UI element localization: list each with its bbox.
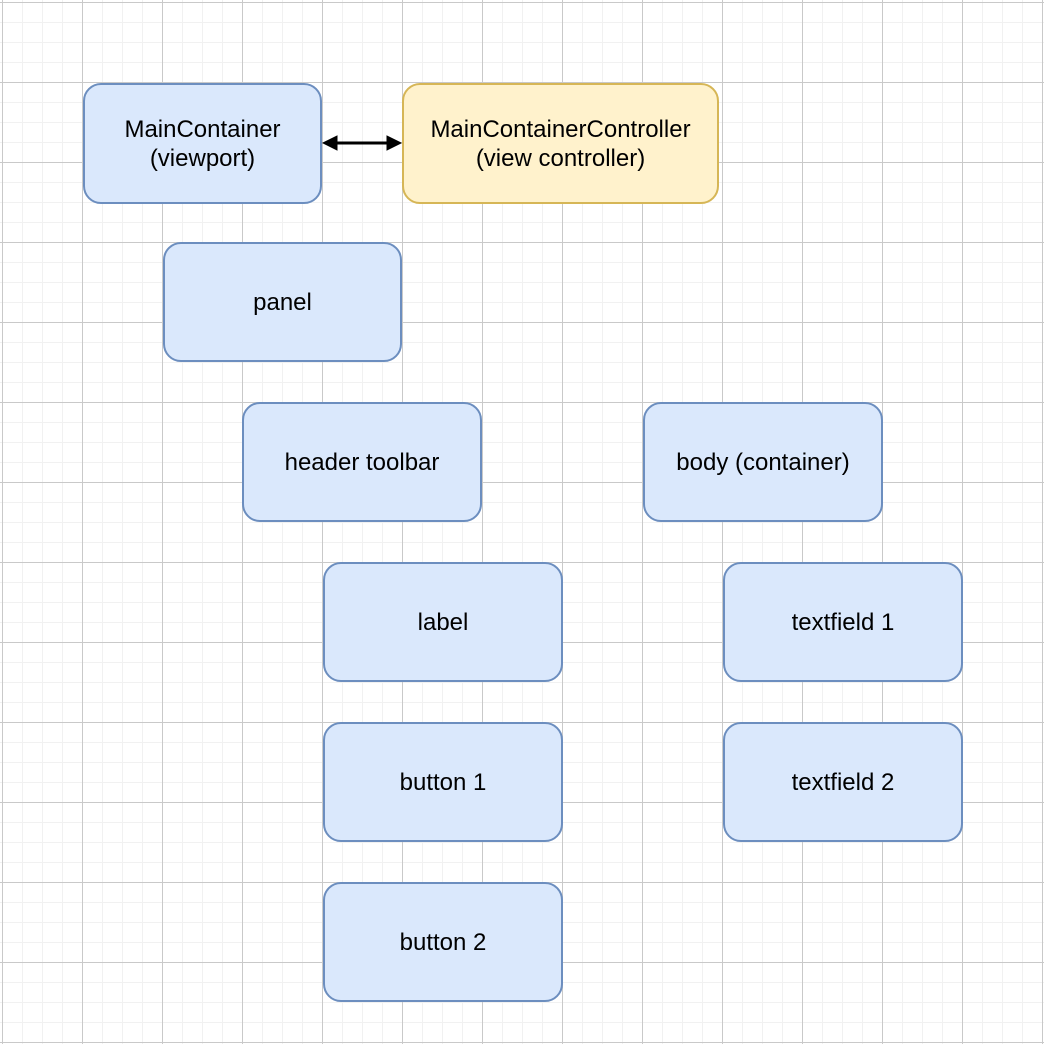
node-label: MainContainer (124, 115, 281, 143)
node-label[interactable]: label (323, 562, 563, 682)
node-main-container-controller[interactable]: MainContainerController (view controller… (402, 83, 719, 204)
node-label: label (417, 608, 469, 636)
node-textfield-2[interactable]: textfield 2 (723, 722, 963, 842)
node-label: button 1 (399, 768, 487, 796)
bidirectional-arrow-edge[interactable] (322, 129, 404, 157)
node-button-1[interactable]: button 1 (323, 722, 563, 842)
node-label: textfield 2 (791, 768, 895, 796)
node-sublabel: (view controller) (475, 144, 646, 172)
node-header-toolbar[interactable]: header toolbar (242, 402, 482, 522)
node-button-2[interactable]: button 2 (323, 882, 563, 1002)
node-label: button 2 (399, 928, 487, 956)
node-panel[interactable]: panel (163, 242, 402, 362)
node-label: MainContainerController (430, 115, 691, 143)
node-textfield-1[interactable]: textfield 1 (723, 562, 963, 682)
node-label: header toolbar (284, 448, 440, 476)
node-label: textfield 1 (791, 608, 895, 636)
node-label: panel (253, 288, 312, 316)
node-label: body (container) (676, 448, 850, 476)
node-sublabel: (viewport) (149, 144, 256, 172)
node-body-container[interactable]: body (container) (643, 402, 883, 522)
node-main-container[interactable]: MainContainer (viewport) (83, 83, 322, 204)
